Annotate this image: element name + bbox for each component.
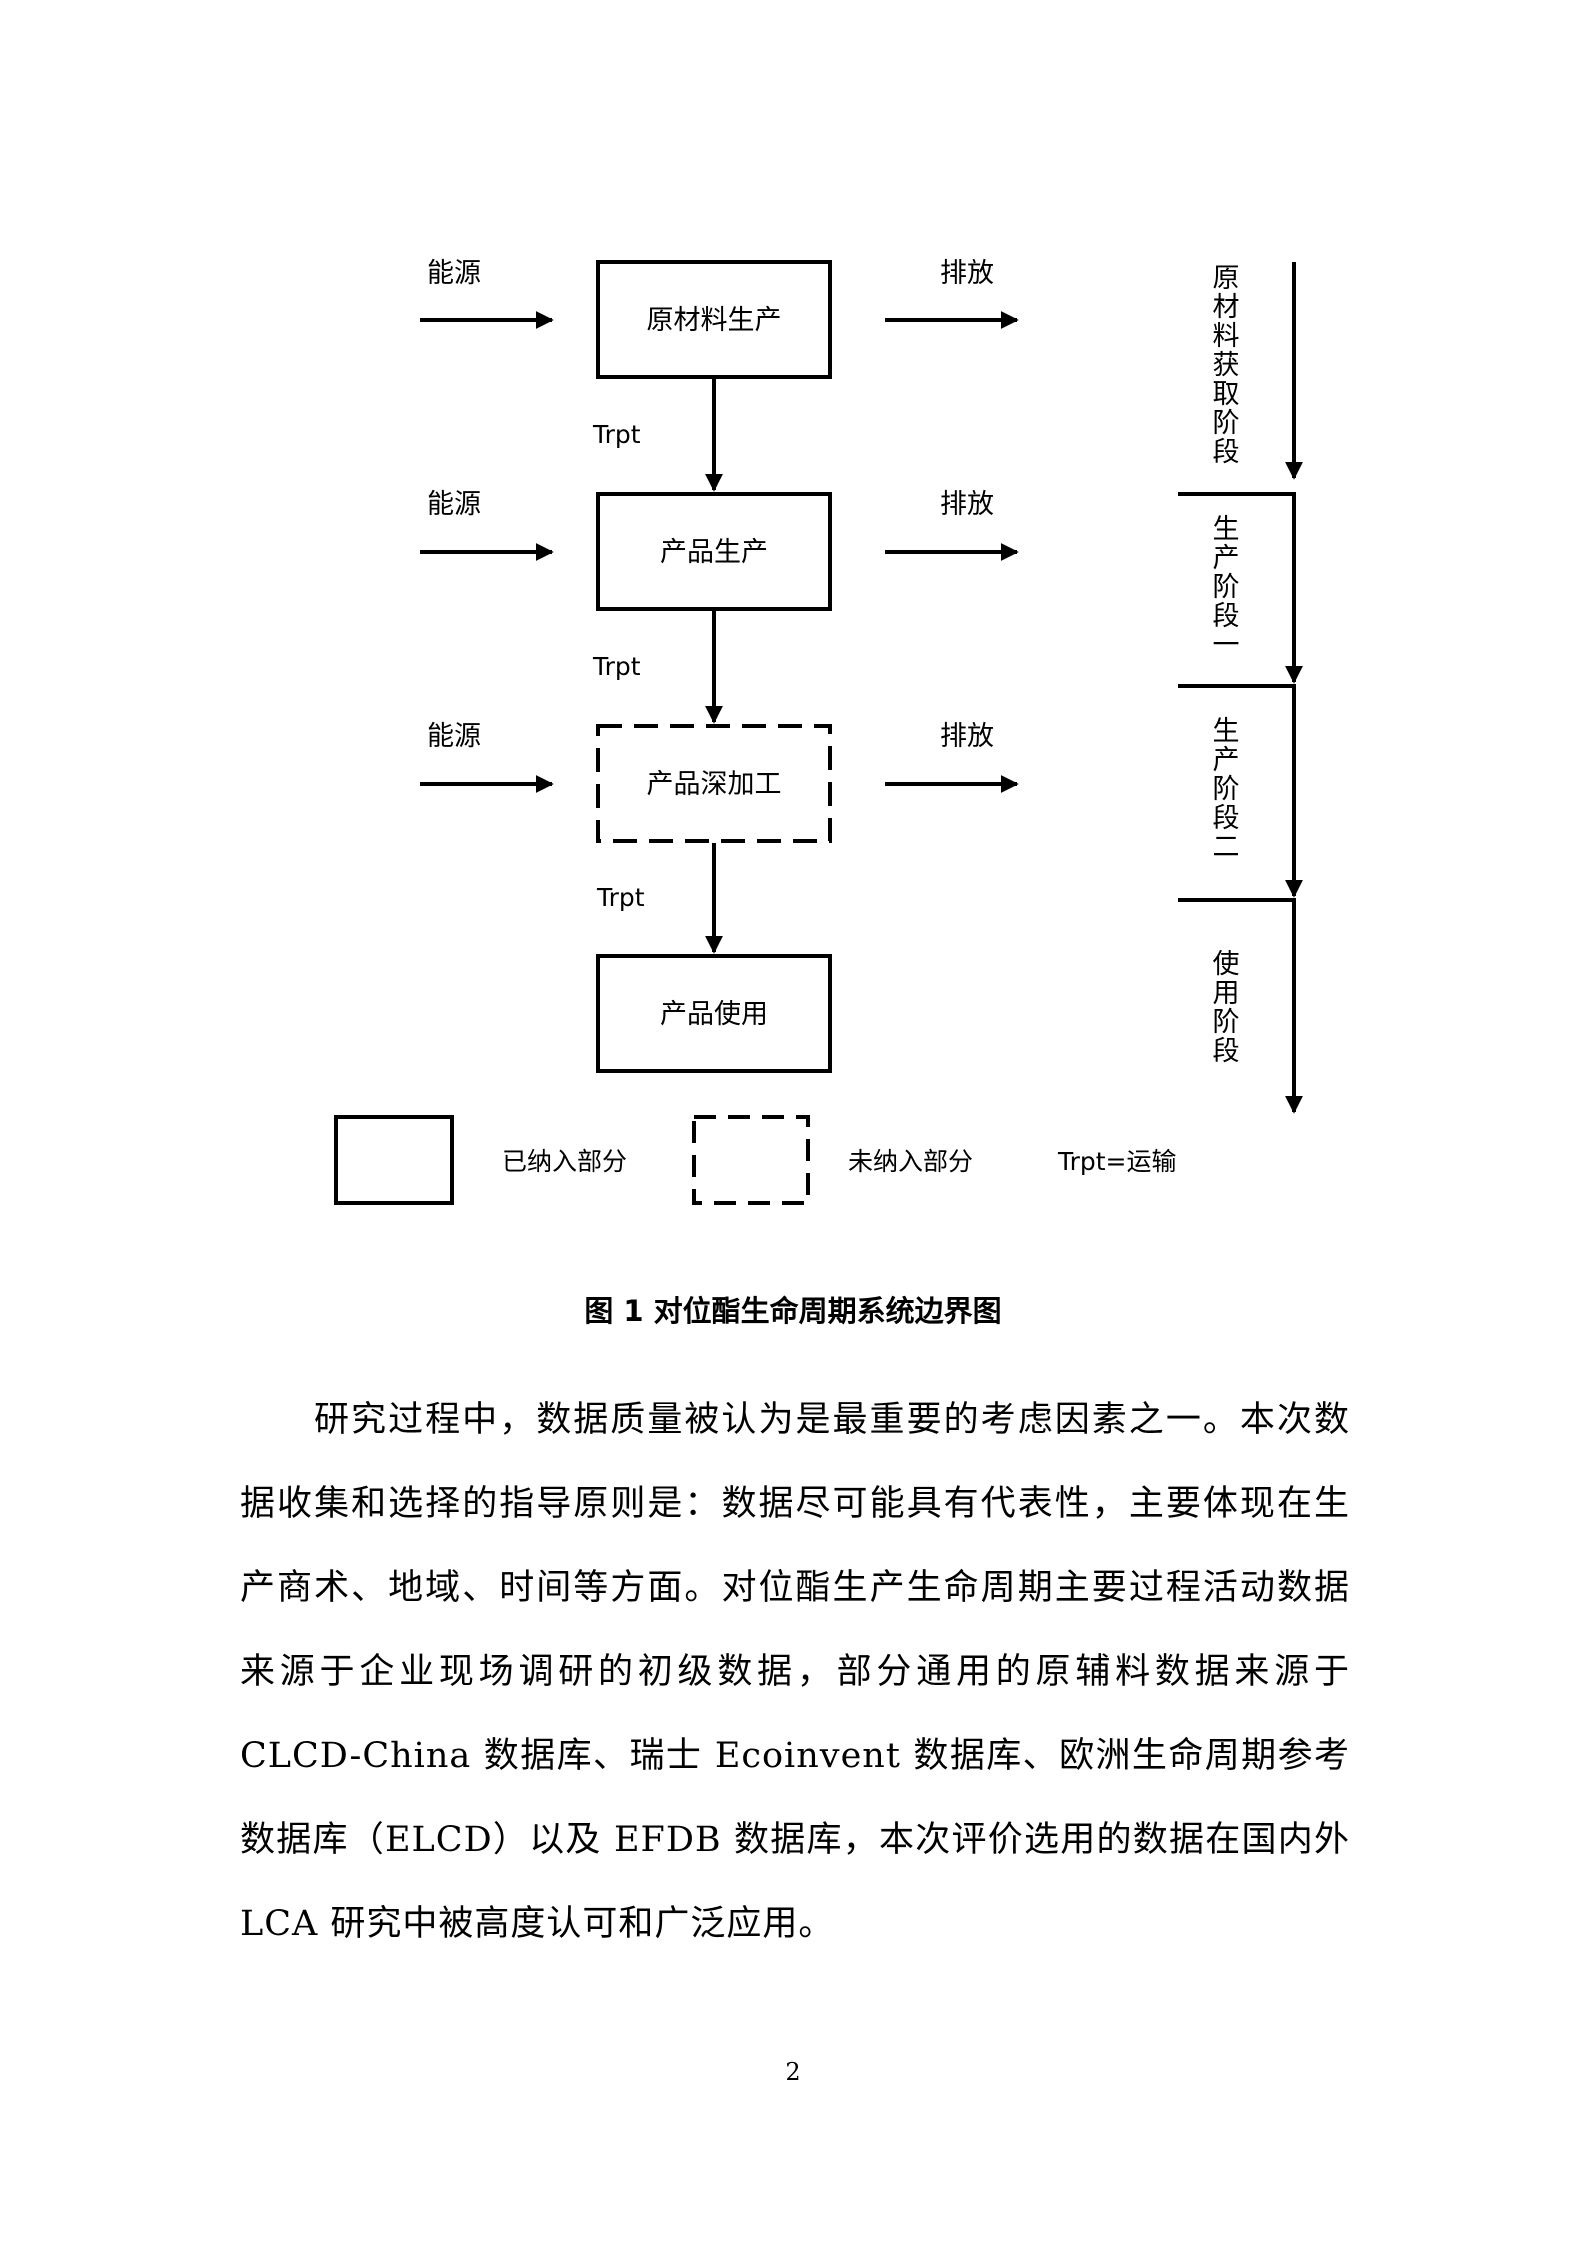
- emission-label: 排放: [940, 258, 994, 289]
- figure-caption: 图 1 对位酯生命周期系统边界图: [584, 1294, 1002, 1328]
- legend-included-label: 已纳入部分: [502, 1147, 627, 1176]
- transport-label: Trpt: [592, 652, 641, 681]
- legend-excluded-label: 未纳入部分: [848, 1147, 973, 1176]
- stage-label: 生产阶段一: [1213, 514, 1240, 661]
- stage-label: 生产阶段二: [1213, 716, 1240, 863]
- legend-included-swatch: [334, 1115, 454, 1205]
- transport-label: Trpt: [596, 883, 645, 912]
- legend-excluded-swatch: [692, 1115, 810, 1205]
- process-label: 原材料生产: [647, 305, 782, 336]
- stage-label: 原材料获取阶段: [1213, 263, 1240, 468]
- process-box-product-use: [596, 954, 832, 1073]
- page-number: 2: [785, 2058, 801, 2086]
- process-box-product-production: [596, 492, 832, 611]
- emission-label: 排放: [940, 721, 994, 752]
- body-paragraph: 研究过程中，数据质量被认为是最重要的考虑因素之一。本次数据收集和选择的指导原则是…: [240, 1400, 1350, 1944]
- process-label: 产品深加工: [647, 769, 782, 800]
- process-label: 产品使用: [660, 999, 768, 1030]
- emission-label: 排放: [940, 489, 994, 520]
- process-box-raw-material-production: [596, 260, 832, 379]
- legend-transport-note: Trpt=运输: [1057, 1147, 1177, 1176]
- energy-label: 能源: [427, 721, 481, 752]
- energy-label: 能源: [427, 489, 481, 520]
- system-boundary-diagram: 能源 原材料生产 排放 Trpt 能源 产品生产 排放 Trpt 能源 产品深加…: [334, 258, 1303, 1205]
- energy-label: 能源: [427, 258, 481, 289]
- process-box-deep-processing: [596, 724, 832, 843]
- process-label: 产品生产: [660, 537, 768, 568]
- transport-label: Trpt: [592, 420, 641, 449]
- stage-label: 使用阶段: [1213, 949, 1240, 1067]
